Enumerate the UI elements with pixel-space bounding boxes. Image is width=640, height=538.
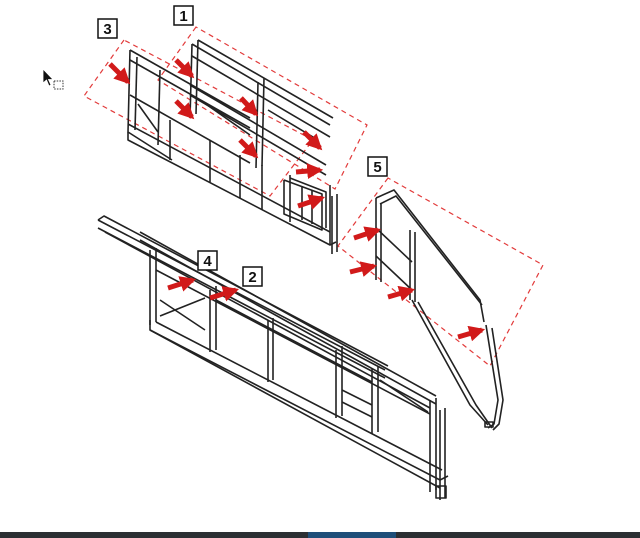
taskbar — [0, 532, 640, 538]
arrow-5a — [353, 226, 382, 242]
taskbar-active-item[interactable] — [308, 532, 396, 538]
dashed-outline-group-1 — [157, 26, 368, 190]
arrow-gate-a — [295, 163, 324, 180]
callout-1: 1 — [173, 5, 194, 26]
mouse-pointer-icon — [42, 68, 64, 90]
arrow-1e — [302, 130, 323, 151]
svg-text:4: 4 — [203, 253, 212, 270]
arrow-5c — [387, 285, 416, 302]
arrow-5d — [457, 325, 486, 342]
svg-text:2: 2 — [248, 269, 256, 286]
arrow-1d — [238, 138, 259, 159]
arrow-3a — [108, 62, 131, 85]
dashed-outline-group-5 — [337, 177, 544, 367]
arrow-4 — [167, 276, 197, 292]
arrow-5b — [349, 261, 378, 277]
arrow-2 — [209, 286, 240, 302]
callout-3: 3 — [97, 18, 118, 39]
svg-text:5: 5 — [373, 159, 381, 176]
svg-text:1: 1 — [179, 8, 187, 25]
callout-4: 4 — [197, 250, 218, 271]
lower-gate-assembly — [97, 215, 449, 500]
callout-5: 5 — [367, 156, 388, 177]
arrow-1c — [239, 96, 259, 117]
arrows — [108, 58, 486, 342]
right-gate-assembly — [375, 189, 504, 431]
dashed-outline-group-3 — [83, 39, 314, 197]
callout-2: 2 — [242, 266, 263, 287]
arrow-1b — [174, 99, 195, 120]
arrow-gate-b — [297, 194, 326, 210]
svg-text:3: 3 — [103, 21, 111, 38]
arrow-1a — [174, 58, 195, 79]
top-gate-assembly — [127, 39, 338, 254]
